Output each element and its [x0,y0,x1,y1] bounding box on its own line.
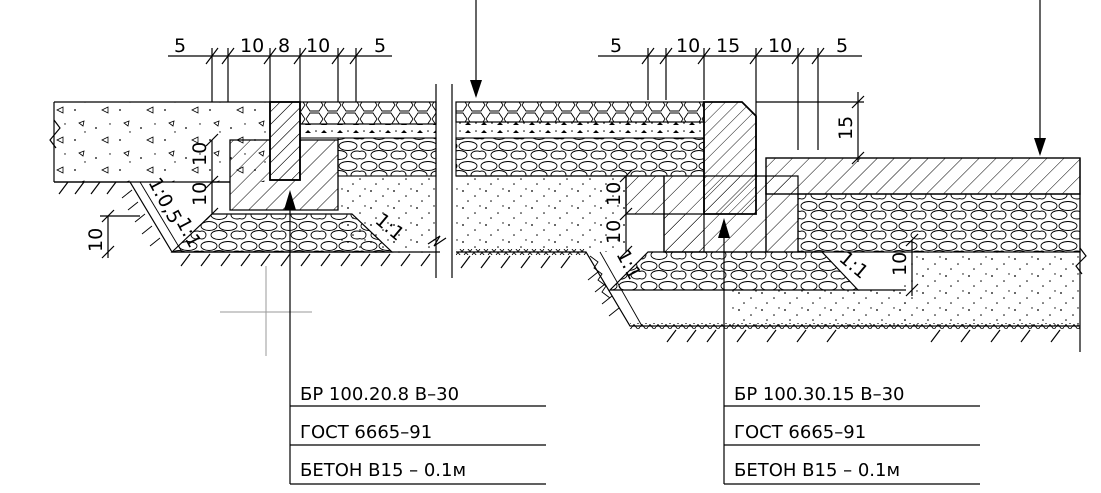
callout-left-line1: БР 100.20.8 В–30 [300,384,459,405]
dim-middle-upper: 10 [603,182,625,206]
dim-middle-lower: 10 [603,220,625,244]
dim-right-5: 5 [836,35,848,57]
dim-left-upper: 10 [189,142,211,166]
callout-left-line2: ГОСТ 6665–91 [300,422,432,443]
callout-left-line3: БЕТОН В15 – 0.1м [300,460,466,481]
callout-right-line1: БР 100.30.15 В–30 [734,384,905,405]
callout-right-line2: ГОСТ 6665–91 [734,422,866,443]
dim-left-2: 10 [240,35,264,57]
dim-right-top: 15 [835,116,857,140]
dim-right-1: 5 [610,35,622,57]
callout-right-line3: БЕТОН В15 – 0.1м [734,460,900,481]
dim-right-4: 10 [768,35,792,57]
right-section: 5 10 15 10 5 15 10 10 10 1:1 1:1 [455,0,1087,352]
dim-left-middle: 10 [189,182,211,206]
crosshair-cursor-icon [220,266,312,356]
dim-left-3: 8 [278,35,290,57]
dim-right-lower: 10 [889,252,911,276]
dim-right-2: 10 [676,35,700,57]
dim-right-3: 15 [716,35,740,57]
callout-right: БР 100.30.15 В–30 ГОСТ 6665–91 БЕТОН В15… [718,218,980,485]
dim-left-5: 5 [374,35,386,57]
dim-left-lower: 10 [85,228,107,252]
dim-left-1: 5 [174,35,186,57]
dim-left-4: 10 [306,35,330,57]
callout-left: БР 100.20.8 В–30 ГОСТ 6665–91 БЕТОН В15 … [284,190,546,485]
left-section: 5 10 8 10 5 10 10 10 1:0,5 1:1 1:1 [49,35,453,278]
